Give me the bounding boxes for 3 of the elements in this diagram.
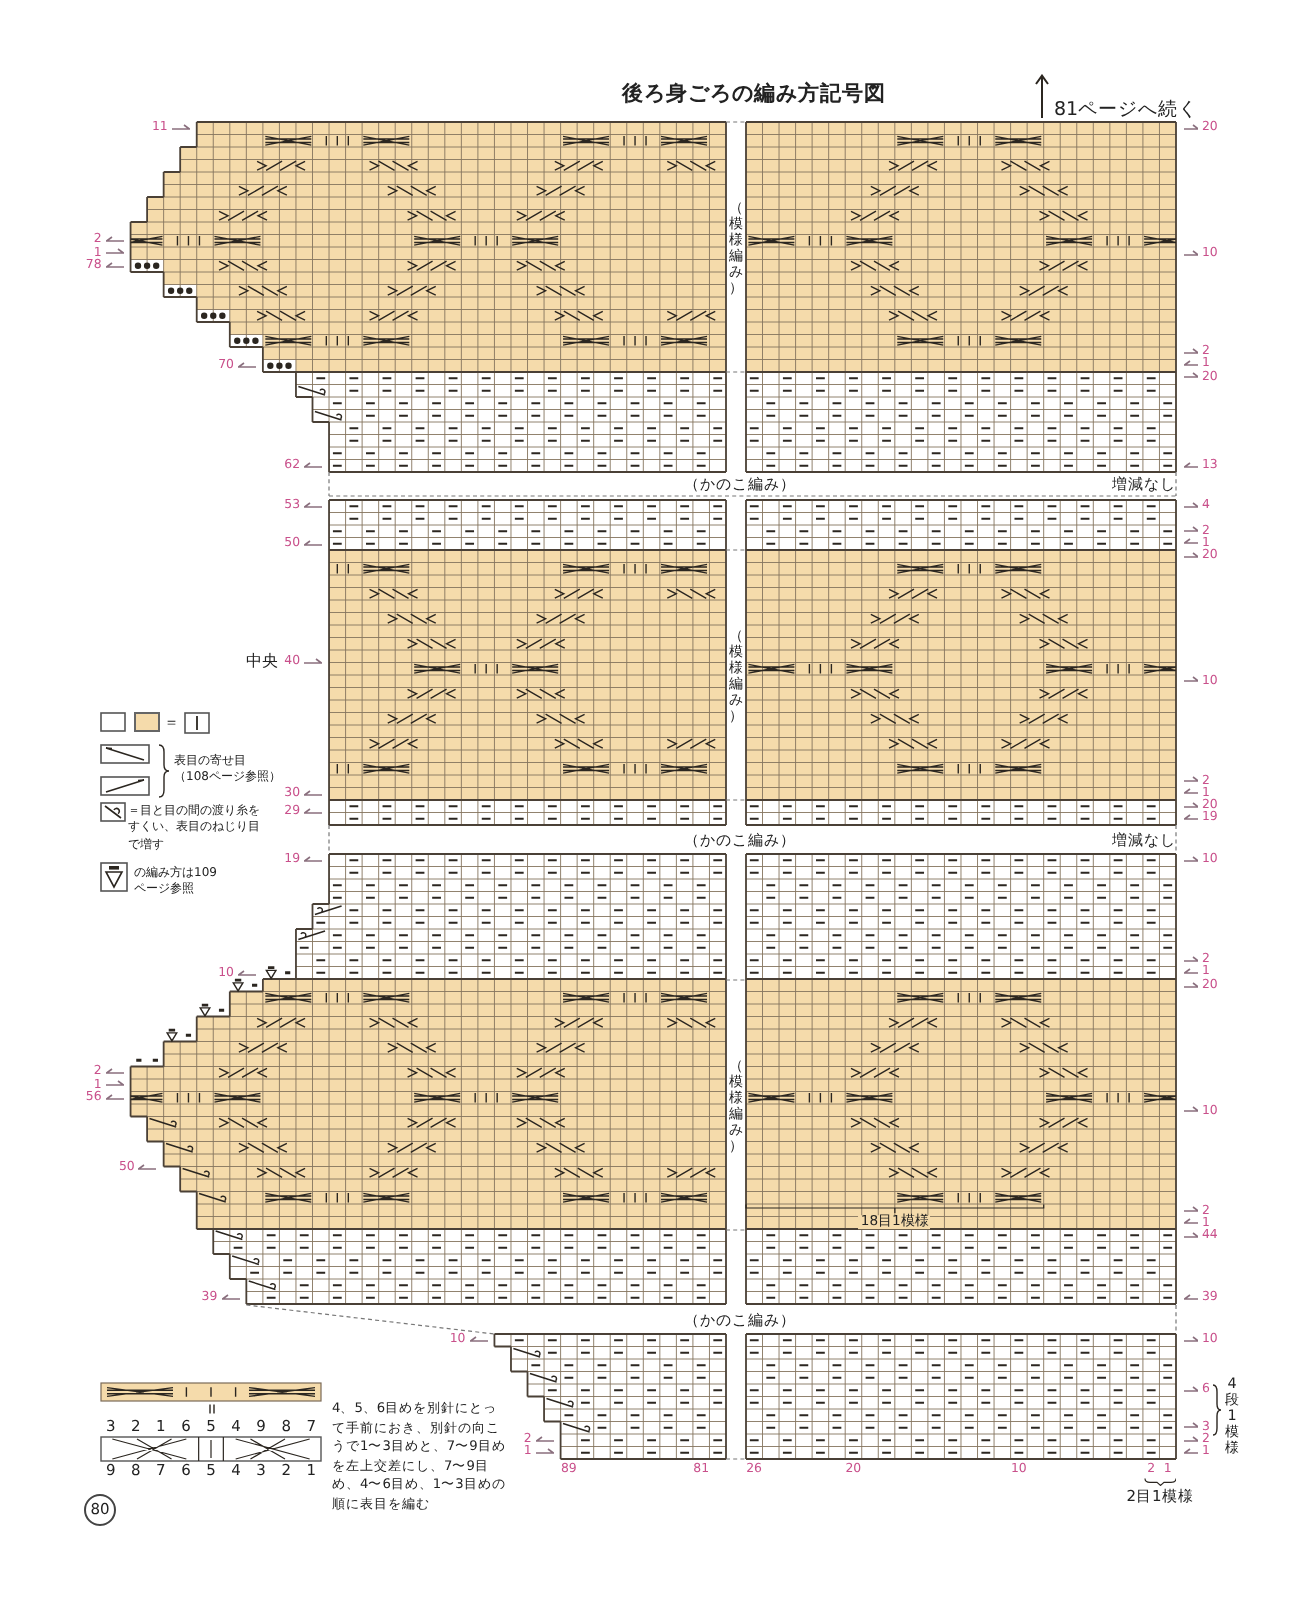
center-label: 中央 [246,654,278,670]
title: 後ろ身ごろの編み方記号図 [622,83,886,105]
continuation-note: 81ページへ続く [1054,100,1199,120]
